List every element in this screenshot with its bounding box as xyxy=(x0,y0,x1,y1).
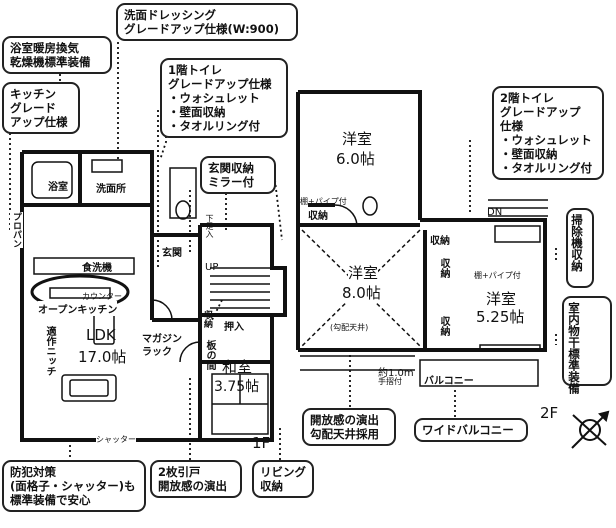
ldk-size: 17.0帖 xyxy=(78,348,127,366)
room-entrance: 玄関 xyxy=(162,248,182,259)
propane-label: プロパン xyxy=(10,212,23,248)
room-a-size: 6.0帖 xyxy=(336,150,375,168)
storage-2f-4: 収納 xyxy=(438,316,449,336)
callout-vanity: 洗面ドレッシング グレードアップ仕様(W:900) xyxy=(116,3,298,41)
callout-wide-balcony: ワイドバルコニー xyxy=(414,418,528,442)
storage-2f-1: 収納 xyxy=(308,211,328,222)
callout-toilet-2f: 2階トイレ グレードアップ 仕様 ・ウォシュレット ・壁面収納 ・タオルリング付 xyxy=(492,86,604,180)
callout-vacuum-storage: 掃除機収納 xyxy=(566,208,594,288)
callout-living-storage: リビング 収納 xyxy=(252,460,314,498)
dishwasher-label: 食洗機 xyxy=(82,263,112,274)
callout-security: 防犯対策 (面格子・シャッター)も 標準装備で安心 xyxy=(2,460,146,512)
storage-2f-2: 収納 xyxy=(430,236,450,247)
shutter-label: シャッター xyxy=(96,434,136,445)
callout-toilet-1f: 1階トイレ グレードアップ仕様 ・ウォシュレット ・壁面収納 ・タオルリング付 xyxy=(160,58,288,138)
room-c-size: 5.25帖 xyxy=(476,308,525,326)
open-kitchen-label: オープンキッチン xyxy=(38,301,118,316)
callout-kitchen: キッチン グレード アップ仕様 xyxy=(2,82,80,134)
room-washroom: 洗面所 xyxy=(96,184,126,195)
stairs-dn: DN xyxy=(487,207,503,218)
receive-label-1f: 収納 xyxy=(202,310,212,328)
balcony-label: バルコニー xyxy=(424,376,474,387)
washitsu-name: 和室 xyxy=(222,358,253,376)
room-bath: 浴室 xyxy=(48,182,68,193)
tokonoma-label: 板の間 xyxy=(204,340,215,370)
floor2-walls xyxy=(296,90,547,352)
magazine-rack-label: マガジン ラック xyxy=(142,334,182,358)
room-c-name: 洋室 xyxy=(486,290,517,308)
room-b-size: 8.0帖 xyxy=(342,282,381,303)
room-b-name: 洋室 xyxy=(348,262,379,283)
floor1-label: 1F xyxy=(252,434,271,452)
floor2-label: 2F xyxy=(540,404,559,422)
callout-indoor-dryer: 室内物干標準装備 xyxy=(562,296,612,394)
room-a-name: 洋室 xyxy=(342,130,373,148)
callout-bath-dryer: 浴室暖房換気 乾燥機標準装備 xyxy=(2,36,112,74)
stairs-up: UP xyxy=(205,262,219,273)
callout-entrance-storage: 玄関収納 ミラー付 xyxy=(200,156,276,194)
room-closet: 押入 xyxy=(224,322,244,333)
room-b-note: (勾配天井) xyxy=(330,322,369,333)
shelf-pipe-2: 棚+パイプ付 xyxy=(474,271,521,280)
depth-label: 約1.0m xyxy=(378,368,414,379)
storage-2f-3: 収納 xyxy=(438,258,449,278)
ldk-name: LDK xyxy=(86,326,116,344)
counter-label: カウンター xyxy=(82,292,122,301)
washitsu-size: 3.75帖 xyxy=(214,379,260,395)
shoes-label: 下足入 xyxy=(205,214,214,238)
compass-icon xyxy=(571,410,610,449)
callout-sliding-door: 2枚引戸 開放感の演出 xyxy=(150,460,242,498)
shelf-pipe-1: 棚+パイプ付 xyxy=(300,197,347,206)
callout-open-feel: 開放感の演出 勾配天井採用 xyxy=(302,408,396,446)
handrail-label: 手摺付 xyxy=(378,377,402,386)
niche-label: 適作ニッチ xyxy=(44,326,55,376)
